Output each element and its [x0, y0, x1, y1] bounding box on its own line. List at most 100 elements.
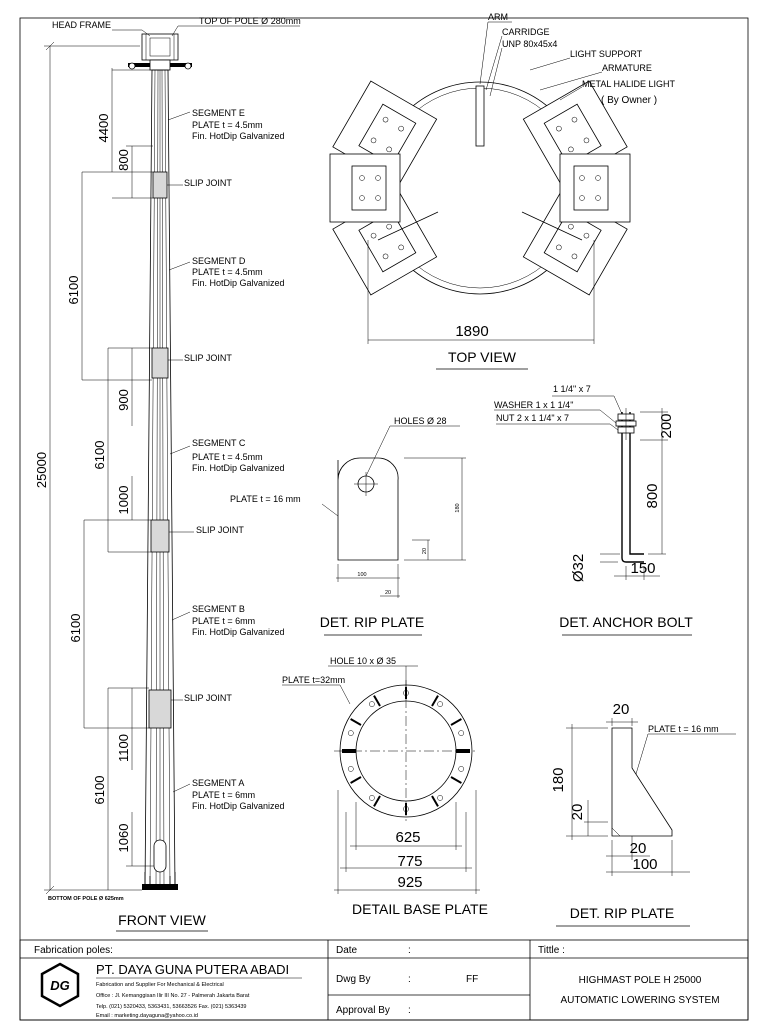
label-unp: UNP 80x45x4	[502, 39, 557, 49]
top-view-title: TOP VIEW	[448, 349, 517, 365]
rip-dim-20a: 20	[422, 548, 428, 554]
label-arm: ARM	[488, 12, 508, 22]
top-of-pole-label: TOP OF POLE Ø 280mm	[199, 16, 301, 26]
svg-text:SEGMENT C: SEGMENT C	[192, 438, 246, 448]
dim-e-len: 4400	[96, 114, 111, 143]
dim-b-len: 6100	[68, 614, 83, 643]
pole-door	[153, 839, 167, 873]
dim-j2: 1000	[116, 486, 131, 515]
base-plate-rib	[450, 776, 462, 784]
base-plate-hole	[369, 795, 375, 801]
base-hole-label: HOLE 10 x Ø 35	[330, 656, 396, 666]
base-plate-hole	[437, 701, 443, 707]
title-block: Fabrication poles: Date : Tittle : DG PT…	[19, 939, 749, 1021]
rip-plate-label: PLATE t = 16 mm	[230, 494, 301, 504]
dim-a-len: 6100	[92, 776, 107, 805]
company-office: Office : Jl. Kemanggisan Ilir III No. 27…	[96, 993, 250, 999]
dim-j3: 900	[116, 389, 131, 411]
segment-a-label: SEGMENT A PLATE t = 6mm Fin. HotDip Galv…	[172, 778, 285, 811]
svg-text:Fin. HotDip Galvanized: Fin. HotDip Galvanized	[192, 131, 285, 141]
top-view: ARM CARRIDGE UNP 80x45x4 LIGHT SUPPORT A…	[329, 12, 676, 370]
base-plate: HOLE 10 x Ø 35 PLATE t=32mm 625 775 925 …	[282, 656, 488, 917]
rip-right-dim-180: 180	[550, 767, 567, 792]
nut-label: NUT 2 x 1 1/4" x 7	[496, 413, 569, 423]
slip-joint-labels: SLIP JOINT SLIP JOINT SLIP JOINT SLIP JO…	[167, 178, 244, 703]
segment-d-label: SEGMENT D PLATE t = 4.5mm Fin. HotDip Ga…	[168, 256, 285, 288]
slip-joint-2	[150, 519, 170, 553]
dim-j1: 1100	[116, 734, 131, 762]
front-view-title: FRONT VIEW	[118, 912, 206, 928]
anchor-bolt: 1 1/4" x 7 WASHER 1 x 1 1/4" NUT 2 x 1 1…	[494, 384, 693, 636]
base-plate-rib	[431, 695, 439, 707]
rip-right-title: DET. RIP PLATE	[570, 905, 675, 921]
date-colon: :	[408, 945, 411, 956]
company-logo: DG	[40, 962, 80, 1008]
dwg-label: Dwg By	[336, 974, 370, 985]
approval-label: Approval By	[336, 1005, 390, 1016]
rip-holes-label: HOLES Ø 28	[394, 416, 447, 426]
bolt-size-label: 1 1/4" x 7	[553, 384, 591, 394]
dwg-value: FF	[466, 974, 478, 985]
svg-text:PLATE t = 4.5mm: PLATE t = 4.5mm	[192, 267, 263, 277]
dwg-colon: :	[408, 974, 411, 985]
label-light-support: LIGHT SUPPORT	[570, 49, 643, 59]
svg-text:PLATE t = 6mm: PLATE t = 6mm	[192, 616, 255, 626]
dim-j4: 800	[116, 149, 131, 171]
svg-text:Fin. HotDip Galvanized: Fin. HotDip Galvanized	[192, 463, 285, 473]
label-carridge: CARRIDGE	[502, 27, 550, 37]
dim-c-len: 6100	[92, 441, 107, 470]
rip-dim-100: 100	[357, 572, 366, 578]
bolt-dim-150: 150	[630, 560, 655, 577]
segment-c-label: SEGMENT C PLATE t = 4.5mm Fin. HotDip Ga…	[169, 438, 285, 473]
anchor-bolt-title: DET. ANCHOR BOLT	[559, 614, 693, 630]
rip-right-dim-20left: 20	[569, 804, 586, 821]
top-view-width: 1890	[455, 323, 488, 340]
title-line2: AUTOMATIC LOWERING SYSTEM	[560, 995, 719, 1006]
svg-text:SEGMENT D: SEGMENT D	[192, 256, 246, 266]
fabrication-label: Fabrication poles:	[34, 945, 113, 956]
front-view: HEAD FRAME TOP OF POLE Ø 280mm 25000 440…	[34, 16, 301, 932]
dim-d-len: 6100	[66, 276, 81, 305]
base-plate-rib	[350, 718, 362, 726]
label-by-owner: ( By Owner )	[601, 95, 657, 106]
slip-joint-1	[148, 689, 172, 729]
base-plate-rib	[373, 695, 381, 707]
svg-text:SEGMENT A: SEGMENT A	[192, 778, 244, 788]
rip-plate-left: HOLES Ø 28 PLATE t = 16 mm 180 20 100 20…	[230, 416, 466, 636]
svg-text:PLATE t = 4.5mm: PLATE t = 4.5mm	[192, 120, 263, 130]
svg-text:SLIP JOINT: SLIP JOINT	[184, 693, 232, 703]
head-frame	[128, 33, 192, 71]
base-plate-title: DETAIL BASE PLATE	[352, 901, 488, 917]
date-label: Date	[336, 945, 358, 956]
pole-base	[142, 872, 178, 890]
base-plate-label: PLATE t=32mm	[282, 675, 345, 685]
base-plate-hole	[369, 701, 375, 707]
label-armature: ARMATURE	[602, 63, 652, 73]
svg-text:SLIP JOINT: SLIP JOINT	[184, 353, 232, 363]
svg-text:Fin. HotDip Galvanized: Fin. HotDip Galvanized	[192, 801, 285, 811]
company-email: Email : marketing.dayaguna@yahoo.co.id	[96, 1013, 198, 1019]
bottom-of-pole-label: BOTTOM OF POLE Ø 625mm	[48, 896, 124, 902]
base-plate-rib	[350, 776, 362, 784]
svg-text:PLATE t = 6mm: PLATE t = 6mm	[192, 790, 255, 800]
rip-dim-180: 180	[455, 503, 461, 512]
base-dim-775: 775	[397, 853, 422, 870]
base-plate-hole	[347, 766, 354, 772]
company-telp: Telp. (021) 5320433, 5363431, 53663526 F…	[96, 1004, 246, 1010]
svg-text:PLATE t = 4.5mm: PLATE t = 4.5mm	[192, 452, 263, 462]
bolt-dim-32: Ø32	[570, 554, 587, 582]
segment-b-label: SEGMENT B PLATE t = 6mm Fin. HotDip Galv…	[171, 604, 285, 637]
rip-plate-right: 20 PLATE t = 16 mm 180 20 20 100 DET. RI…	[550, 701, 736, 927]
logo-text: DG	[50, 978, 70, 993]
svg-text:Fin. HotDip Galvanized: Fin. HotDip Galvanized	[192, 278, 285, 288]
title-line1: HIGHMAST POLE H 25000	[579, 975, 702, 986]
dim-a-door: 1060	[116, 824, 131, 853]
rip-right-dim-20top: 20	[613, 701, 630, 718]
dim-total-text: 25000	[34, 452, 49, 488]
bolt-dim-800: 800	[644, 483, 661, 508]
top-view-arm	[475, 85, 485, 147]
slip-joint-4	[152, 171, 168, 199]
bolt-dim-200: 200	[658, 413, 675, 438]
dim-total: 25000	[34, 41, 142, 895]
svg-text:SLIP JOINT: SLIP JOINT	[196, 525, 244, 535]
